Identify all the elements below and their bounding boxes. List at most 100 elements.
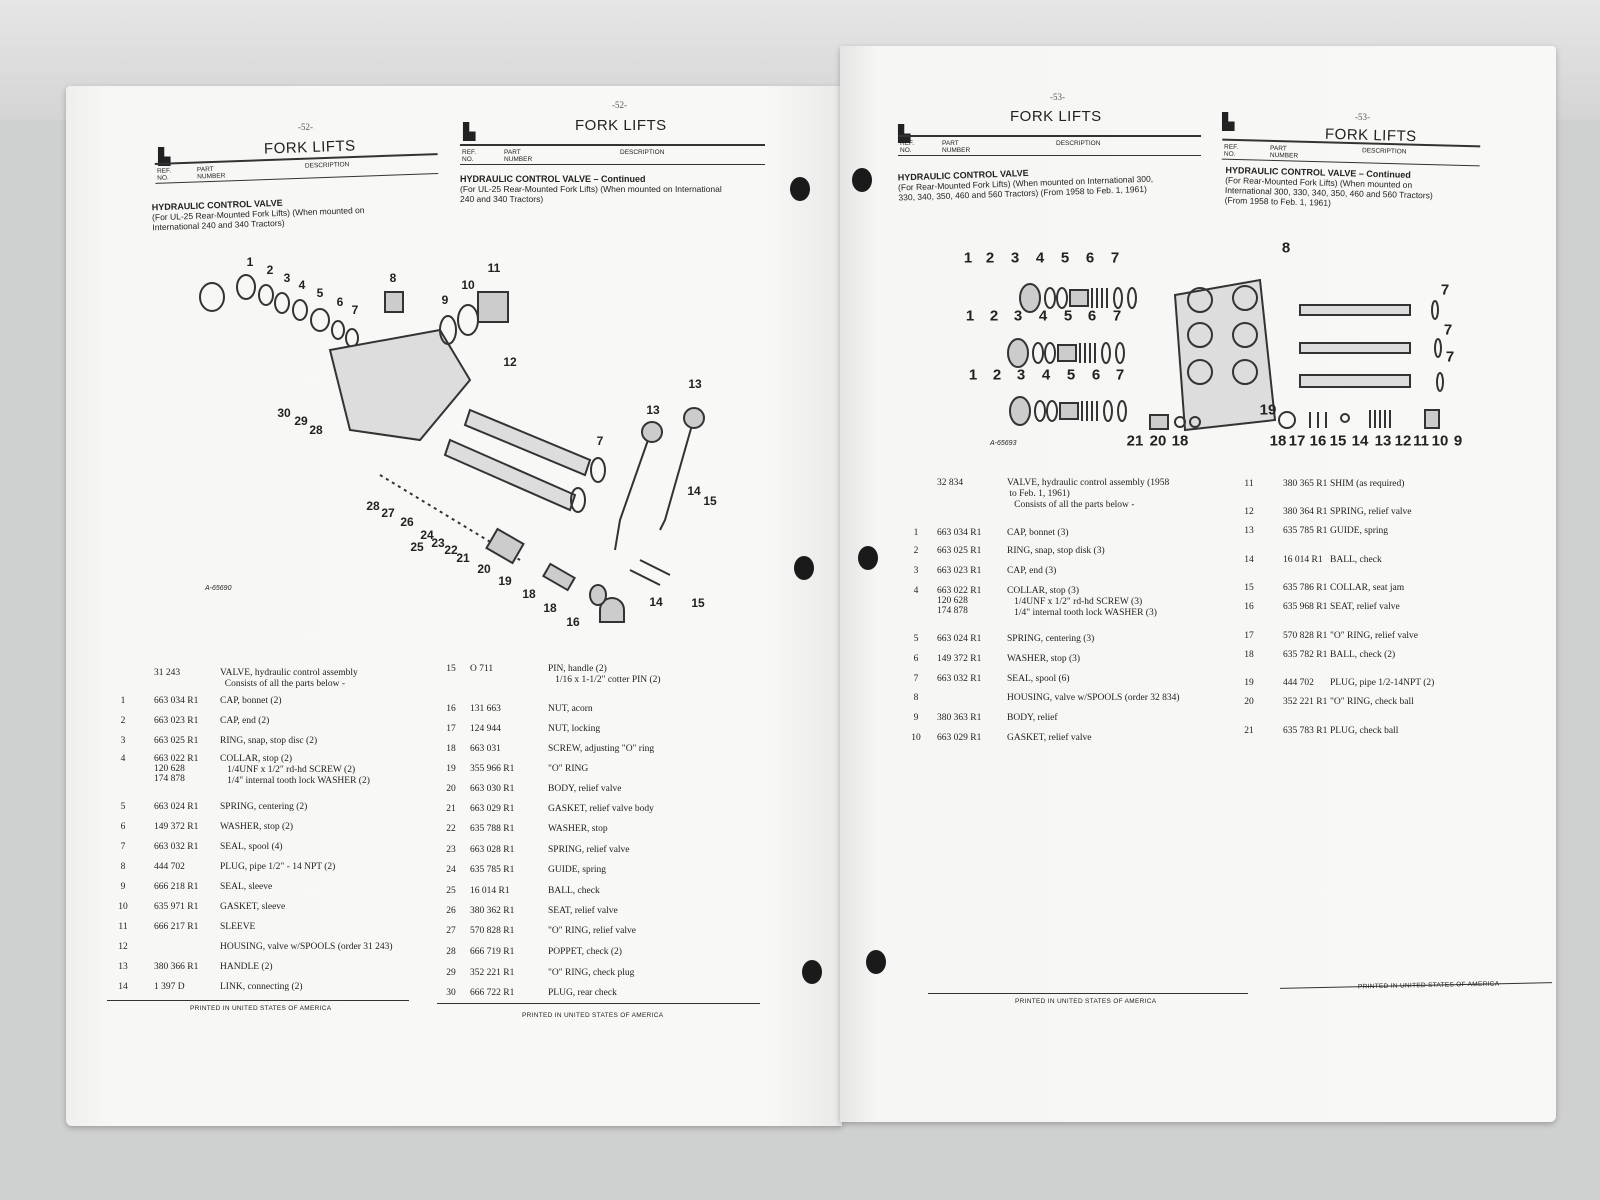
callout-number: 7 <box>1440 281 1450 299</box>
parts-part: 635 782 R1 <box>1283 650 1328 660</box>
parts-desc: HOUSING, valve w/SPOOLS (order 31 243) <box>220 942 393 952</box>
parts-ref: 2 <box>120 716 126 726</box>
parts-desc: BODY, relief <box>1007 713 1058 723</box>
ih-logo-icon: ▙ <box>1222 112 1235 131</box>
page-number: -52- <box>298 122 313 132</box>
parts-part: 666 719 R1 <box>470 947 515 957</box>
parts-desc: BODY, relief valve <box>548 784 622 794</box>
parts-desc: "O" RING, relief valve <box>1330 631 1418 641</box>
parts-ref: 22 <box>446 824 456 834</box>
parts-desc: CAP, end (3) <box>1007 566 1057 576</box>
parts-ref: 28 <box>446 947 456 957</box>
parts-part: O 711 <box>470 664 494 674</box>
parts-part: 16 014 R1 <box>1283 555 1323 565</box>
callout-number: 5 <box>1066 366 1076 384</box>
callout-number: 3 <box>1016 366 1026 384</box>
callout-number: 25 <box>410 540 424 554</box>
parts-part: 663 034 R1 <box>154 696 199 706</box>
callout-number: 6 <box>1087 307 1097 325</box>
parts-part: 635 788 R1 <box>470 824 515 834</box>
parts-desc: NUT, locking <box>548 724 601 734</box>
parts-part: 666 722 R1 <box>470 988 515 998</box>
binder-hole <box>852 168 872 192</box>
parts-desc: CAP, end (2) <box>220 716 270 726</box>
parts-ref: 12 <box>118 942 128 952</box>
callout-number: 13 <box>646 403 660 417</box>
parts-desc: RING, snap, stop disk (3) <box>1007 546 1105 556</box>
parts-part: 663 022 R1 120 628 174 878 <box>937 586 982 616</box>
callout-number: 26 <box>400 515 414 529</box>
parts-desc: SPRING, relief valve <box>548 845 630 855</box>
parts-ref: 10 <box>911 733 921 743</box>
parts-ref: 3 <box>913 566 919 576</box>
callout-number: 10 <box>461 278 475 292</box>
parts-part: 570 828 R1 <box>470 926 515 936</box>
parts-part: 663 024 R1 <box>937 634 982 644</box>
callout-number: 12 <box>503 355 517 369</box>
callout-number: 14 <box>649 595 663 609</box>
callout-number: 19 <box>498 574 512 588</box>
parts-ref: 11 <box>1244 479 1254 489</box>
callout-number: 9 <box>441 293 449 307</box>
binder-hole <box>794 556 814 580</box>
callout-number: 11 <box>487 261 501 275</box>
parts-part: 380 366 R1 <box>154 962 199 972</box>
parts-part: 124 944 <box>470 724 501 734</box>
parts-desc: BALL, check (2) <box>1330 650 1396 660</box>
parts-ref: 29 <box>446 968 456 978</box>
parts-ref: 11 <box>118 922 128 932</box>
parts-ref: 17 <box>1244 631 1254 641</box>
callout-number: 16 <box>566 615 580 629</box>
parts-ref: 7 <box>913 674 919 684</box>
parts-part: 663 034 R1 <box>937 528 982 538</box>
page-number: -53- <box>1050 92 1065 102</box>
left-page <box>66 86 842 1126</box>
parts-part: 352 221 R1 <box>470 968 515 978</box>
parts-ref: 4 <box>913 586 919 596</box>
parts-part: 16 014 R1 <box>470 886 510 896</box>
parts-part: 131 663 <box>470 704 501 714</box>
parts-part: 663 030 R1 <box>470 784 515 794</box>
parts-desc: POPPET, check (2) <box>548 947 622 957</box>
col-desc: DESCRIPTION <box>1056 140 1101 147</box>
callout-number: 12 <box>1394 432 1412 450</box>
parts-desc: PLUG, pipe 1/2-14NPT (2) <box>1330 678 1435 688</box>
parts-desc: "O" RING, relief valve <box>548 926 636 936</box>
parts-desc: COLLAR, stop (3) 1/4UNF x 1/2" rd-hd SCR… <box>1007 586 1157 618</box>
parts-desc: SPRING, centering (3) <box>1007 634 1095 644</box>
callout-number: 13 <box>1374 432 1392 450</box>
parts-desc: PLUG, check ball <box>1330 726 1399 736</box>
parts-part: 663 024 R1 <box>154 802 199 812</box>
parts-ref: 25 <box>446 886 456 896</box>
callout-number: 22 <box>444 543 458 557</box>
parts-ref: 8 <box>120 862 126 872</box>
page-title: FORK LIFTS <box>1010 108 1102 125</box>
parts-part: 663 022 R1 120 628 174 878 <box>154 754 199 784</box>
binder-hole <box>866 950 886 974</box>
parts-ref: 9 <box>913 713 919 723</box>
callout-number: 1 <box>246 255 254 269</box>
parts-ref: 5 <box>120 802 126 812</box>
parts-part: 570 828 R1 <box>1283 631 1328 641</box>
callout-number: 20 <box>1149 432 1167 450</box>
divider <box>107 1000 409 1001</box>
parts-part: 663 023 R1 <box>154 716 199 726</box>
parts-desc: PIN, handle (2) 1/16 x 1-1/2" cotter PIN… <box>548 664 661 685</box>
parts-desc: RING, snap, stop disc (2) <box>220 736 318 746</box>
callout-number: 24 <box>420 528 434 542</box>
parts-desc: SLEEVE <box>220 922 256 932</box>
callout-number: 17 <box>1288 432 1306 450</box>
parts-part: 355 966 R1 <box>470 764 515 774</box>
callout-number: 20 <box>477 562 491 576</box>
parts-ref: 30 <box>446 988 456 998</box>
parts-part: 635 968 R1 <box>1283 602 1328 612</box>
binder-hole <box>802 960 822 984</box>
parts-ref: 13 <box>118 962 128 972</box>
callout-number: 15 <box>1329 432 1347 450</box>
parts-desc: PLUG, rear check <box>548 988 617 998</box>
parts-part: 635 785 R1 <box>470 865 515 875</box>
callout-number: 18 <box>1269 432 1287 450</box>
parts-desc: SEAL, spool (6) <box>1007 674 1070 684</box>
parts-ref: 20 <box>446 784 456 794</box>
parts-desc: SHIM (as required) <box>1330 479 1405 489</box>
